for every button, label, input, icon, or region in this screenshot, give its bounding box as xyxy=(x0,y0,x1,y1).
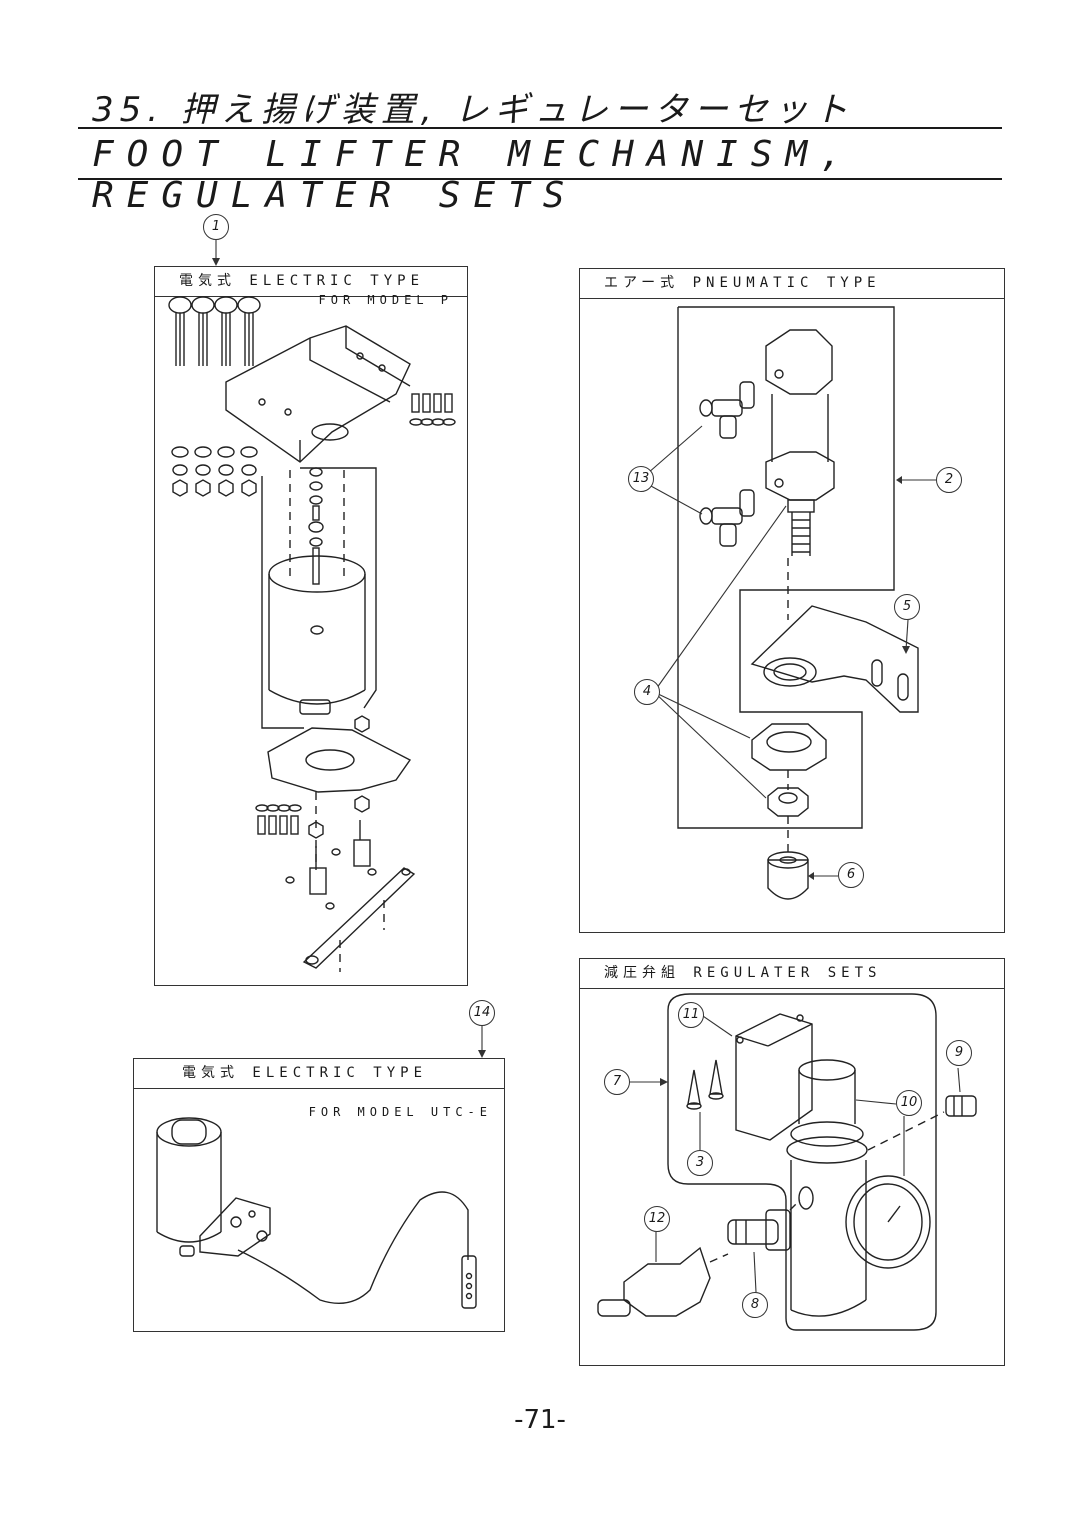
callout-10: 10 xyxy=(896,1090,922,1116)
callout-7: 7 xyxy=(604,1069,630,1095)
callout-9: 9 xyxy=(946,1040,972,1066)
callout-5: 5 xyxy=(894,594,920,620)
page-number: -71- xyxy=(514,1405,566,1435)
callout-13: 13 xyxy=(628,466,654,492)
callout-14: 14 xyxy=(469,1000,495,1026)
panel-regulater-title: 減圧弁組 REGULATER SETS xyxy=(580,959,1004,989)
callout-1: 1 xyxy=(203,214,229,240)
panel-electric-type-utc: 電気式 ELECTRIC TYPE FOR MODEL UTC-E xyxy=(133,1058,505,1332)
callout-6: 6 xyxy=(838,862,864,888)
callout-11: 11 xyxy=(678,1002,704,1028)
panel-electric-utc-title: 電気式 ELECTRIC TYPE xyxy=(134,1059,504,1089)
panel-pneumatic-type: エアー式 PNEUMATIC TYPE xyxy=(579,268,1005,933)
callout-12: 12 xyxy=(644,1206,670,1232)
page-title-japanese: 35. 押え揚げ装置, レギュレーターセット xyxy=(92,90,854,130)
callout-8: 8 xyxy=(742,1292,768,1318)
callout-4: 4 xyxy=(634,679,660,705)
panel-electric-p-title: 電気式 ELECTRIC TYPE xyxy=(155,267,467,297)
panel-electric-p-subtitle: FOR MODEL P xyxy=(318,293,453,307)
title-rule-top xyxy=(78,127,1002,129)
callout-2: 2 xyxy=(936,467,962,493)
callout-3: 3 xyxy=(687,1150,713,1176)
panel-electric-type-p: 電気式 ELECTRIC TYPE FOR MODEL P xyxy=(154,266,468,986)
panel-pneumatic-title: エアー式 PNEUMATIC TYPE xyxy=(580,269,1004,299)
page-title-english: FOOT LIFTER MECHANISM, REGULATER SETS xyxy=(92,134,855,216)
panel-electric-utc-subtitle: FOR MODEL UTC-E xyxy=(308,1105,492,1119)
title-rule-bottom xyxy=(78,178,1002,180)
panel-regulater-sets: 減圧弁組 REGULATER SETS xyxy=(579,958,1005,1366)
